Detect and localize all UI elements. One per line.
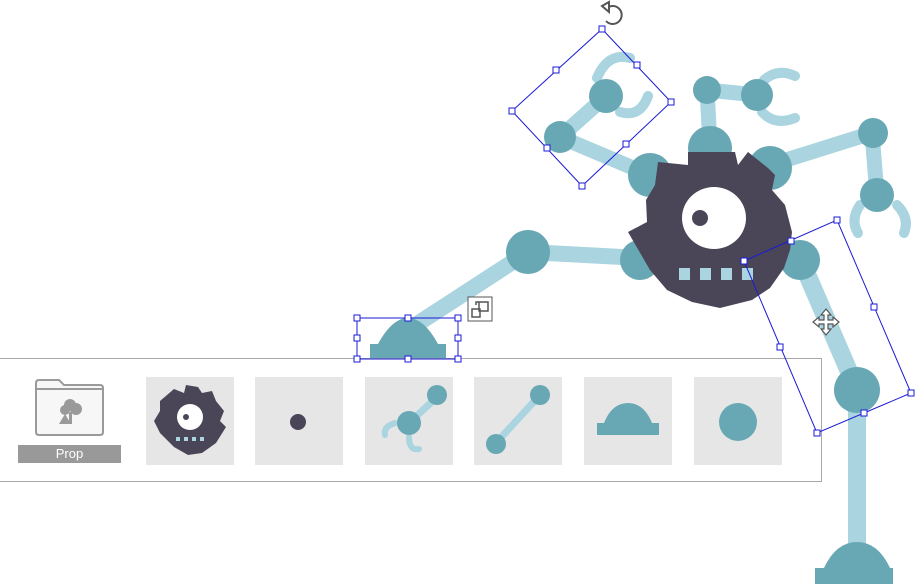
claw-top-left[interactable] [592, 52, 635, 83]
tile-arm-segment[interactable] [474, 377, 562, 465]
arm-segment-thumbnail [486, 385, 550, 454]
joint-top-left-elbow[interactable] [544, 121, 576, 153]
joint-right-elbow[interactable] [858, 118, 888, 148]
robot-pupil[interactable] [692, 210, 708, 226]
folder-icon [35, 379, 104, 436]
prop-folder[interactable]: Prop [18, 377, 121, 467]
claw-right[interactable] [849, 200, 865, 238]
foot-dome-thumbnail [597, 403, 659, 435]
right-foot[interactable] [815, 542, 893, 584]
tile-robot-body[interactable] [146, 377, 234, 465]
tile-pupil-dot[interactable] [255, 377, 343, 465]
arm-with-claw-thumbnail [381, 385, 447, 453]
tile-joint-circle[interactable] [694, 377, 782, 465]
joint-top-left-claw[interactable] [589, 79, 623, 113]
left-leg-lower[interactable] [400, 244, 536, 338]
joint-left-knee[interactable] [506, 230, 550, 274]
joint-circle-thumbnail [719, 403, 757, 441]
prop-label: Prop [18, 445, 121, 463]
robot-body-thumbnail [154, 385, 226, 455]
joint-right-knee[interactable] [834, 367, 880, 413]
claw-top-left-lower[interactable] [615, 91, 653, 119]
pupil-dot-thumbnail [290, 414, 306, 430]
tree-icon [59, 399, 82, 424]
left-foot[interactable] [370, 318, 446, 358]
robot-eye[interactable] [682, 187, 746, 249]
claw-top[interactable] [759, 67, 800, 85]
claw-top-lower[interactable] [757, 107, 800, 126]
tile-foot-dome[interactable] [584, 377, 672, 465]
joint-right-claw[interactable] [860, 178, 894, 212]
tile-arm-with-claw[interactable] [365, 377, 453, 465]
joint-top-elbow[interactable] [693, 76, 721, 104]
asset-tray: Prop [0, 358, 822, 482]
claw-right-lower[interactable] [892, 200, 911, 238]
joint-top-claw[interactable] [741, 79, 773, 111]
